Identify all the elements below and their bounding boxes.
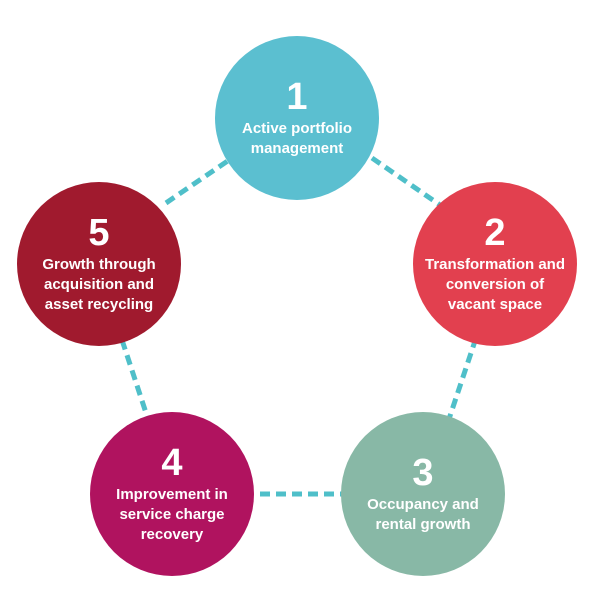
step-4-circle: 4 Improvement in service charge recovery: [90, 412, 254, 576]
step-3-circle: 3 Occupancy and rental growth: [341, 412, 505, 576]
connector-5-1: [164, 155, 234, 206]
step-2-circle: 2 Transformation and conversion of vacan…: [413, 182, 577, 346]
step-5-circle: 5 Growth through acquisition and asset r…: [17, 182, 181, 346]
step-4-number: 4: [161, 442, 183, 484]
connector-4-5: [119, 339, 153, 426]
connector-1-2: [370, 155, 442, 208]
step-4-label: Improvement in service charge recovery: [116, 486, 228, 543]
step-2-label: Transformation and conversion of vacant …: [424, 256, 566, 313]
step-3-number: 3: [412, 452, 434, 494]
step-5-label: Growth through acquisition and asset rec…: [42, 256, 156, 313]
step-1-label: Active portfolio management: [241, 120, 352, 157]
connector-2-3: [444, 337, 479, 426]
step-1-circle: 1 Active portfolio management: [215, 36, 379, 200]
step-1-number: 1: [286, 76, 308, 118]
step-5-number: 5: [88, 212, 110, 254]
step-2-number: 2: [484, 212, 506, 254]
step-3-label: Occupancy and rental growth: [367, 496, 479, 533]
